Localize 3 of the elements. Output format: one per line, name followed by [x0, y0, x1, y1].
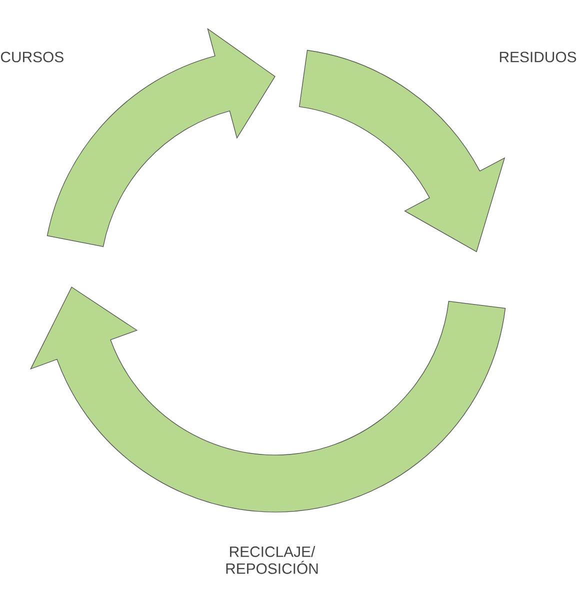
cycle-label: RESIDUOS	[500, 52, 576, 62]
cycle-label: RECICLAJE/ REPOSICIÓN	[226, 546, 318, 574]
cycle-label: CURSOS	[0, 52, 64, 62]
